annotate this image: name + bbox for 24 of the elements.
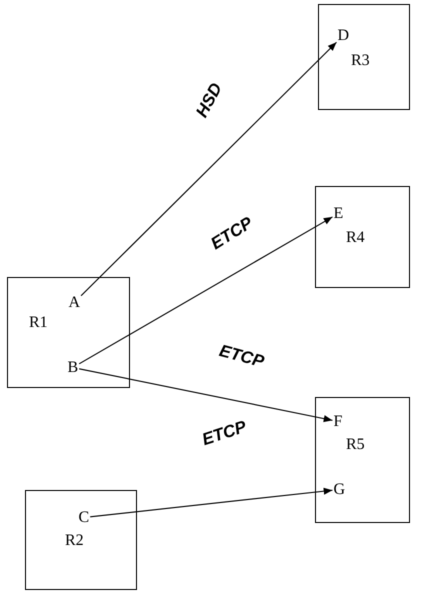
arrow [80,42,337,296]
port-label: E [332,206,344,222]
router-label: R5 [346,437,365,453]
arrow [78,216,333,364]
router-label: R3 [351,53,370,69]
arrow [90,488,333,518]
router-box [25,490,137,590]
port-label: A [68,294,82,310]
port-label: B [66,360,80,376]
router-label: R1 [29,315,48,331]
port-label: D [336,28,350,44]
router-box [318,4,410,110]
router-box [315,397,410,523]
router-label: R4 [346,230,365,246]
router-box [315,186,410,288]
edge-label: ETCP [218,342,266,370]
edge-label: ETCP [200,418,248,448]
port-label: G [332,482,346,498]
router-box [7,277,130,388]
arrow [79,368,333,422]
edge-label: HSD [193,80,225,120]
port-label: F [332,414,344,430]
router-label: R2 [65,533,84,549]
port-label: C [78,510,90,526]
